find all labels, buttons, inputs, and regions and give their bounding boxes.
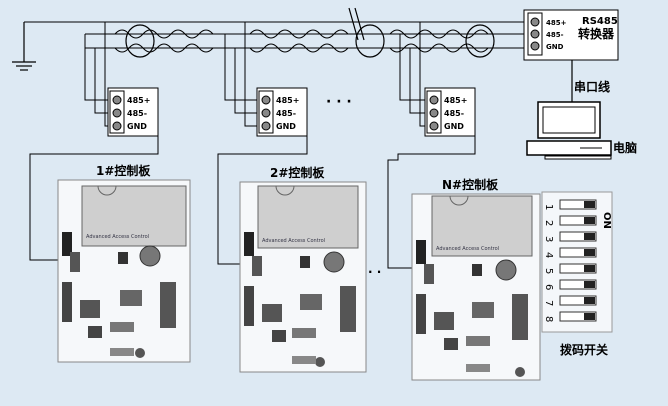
terminal-a-label: 485+ [444,96,467,105]
terminal-gnd-label: GND [276,122,296,131]
dip-slot-7 [559,295,597,306]
converter-title: RS485 [582,16,618,27]
terminal-block-2: 485+ 485- GND [256,87,308,137]
dip-switch-positions: 1 2 3 4 5 6 7 8 [543,199,597,322]
dip-number-4: 4 [543,252,554,258]
converter-b: 485- [546,31,564,39]
cable-shield-ellipses [125,7,495,58]
dip-number-5: 5 [543,268,554,274]
terminal-block-1: 485+ 485- GND [107,87,159,137]
bus-cable [24,21,545,53]
control-board-1: Advanced Access Control [57,179,191,363]
control-board-2: Advanced Access Control [239,181,367,373]
board-1-module-text: Advanced Access Control [86,234,149,240]
dip-slot-1 [559,199,597,210]
dip-number-1: 1 [543,204,554,210]
dip-lever-2 [584,217,595,224]
rs485-converter: 485+ 485- GND RS485 转换器 [523,9,619,61]
computer-label: 电脑 [613,140,637,155]
ellipsis-between-boards: · · [368,265,381,279]
board-2-module-text: Advanced Access Control [262,238,325,244]
dip-number-7: 7 [543,300,554,306]
dip-number-8: 8 [543,316,554,322]
board-n-module-text: Advanced Access Control [436,246,499,252]
ellipsis: · · · [326,94,352,110]
dip-number-6: 6 [543,284,554,290]
dip-number-3: 3 [543,236,554,242]
dip-slot-8 [559,311,597,322]
control-board-n: Advanced Access Control [411,193,541,381]
dip-switch: ON 1 2 3 4 5 6 7 8 [541,191,613,333]
converter-a: 485+ [546,19,567,27]
dip-number-2: 2 [543,220,554,226]
dip-lever-7 [584,297,595,304]
serial-label: 串口线 [574,79,610,94]
dip-lever-5 [584,265,595,272]
terminal-gnd-label: GND [444,122,464,131]
converter-subtitle: 转换器 [578,26,615,41]
terminal-a-label: 485+ [127,96,150,105]
dip-on-label: ON [601,212,612,229]
dip-lever-8 [584,313,595,320]
terminal-b-label: 485- [444,109,464,118]
dip-switch-label: 拨码开关 [560,342,608,357]
dip-slot-6 [559,279,597,290]
dip-lever-3 [584,233,595,240]
board-2-label: 2#控制板 [270,165,325,180]
terminal-b-label: 485- [276,109,296,118]
computer-icon [526,101,612,160]
terminal-block-n: 485+ 485- GND [424,87,476,137]
terminal-gnd-label: GND [127,122,147,131]
ground-symbol [12,22,36,71]
dip-lever-4 [584,249,595,256]
board-n-label: N#控制板 [442,177,499,192]
converter-gnd: GND [546,43,564,51]
dip-slot-5 [559,263,597,274]
drop-wires [84,22,546,127]
dip-slot-3 [559,231,597,242]
dip-lever-1 [584,201,595,208]
terminal-b-label: 485- [127,109,147,118]
dip-lever-6 [584,281,595,288]
dip-slot-2 [559,215,597,226]
terminal-a-label: 485+ [276,96,299,105]
dip-slot-4 [559,247,597,258]
board-connection-wires [29,126,476,269]
board-1-label: 1#控制板 [96,163,151,178]
